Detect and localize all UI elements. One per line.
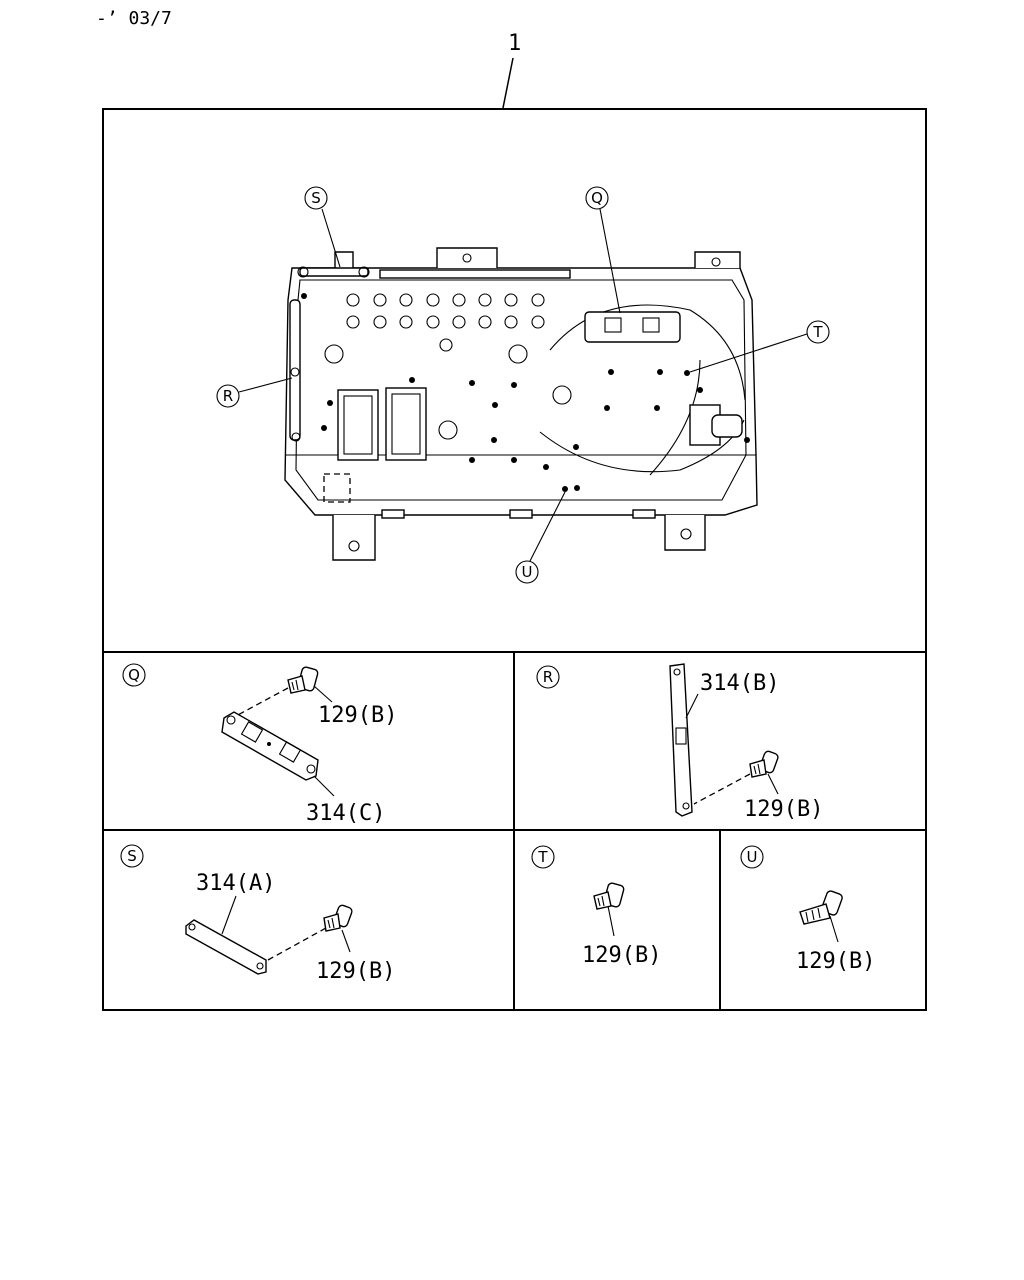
screw-icon (799, 890, 843, 925)
detail-s: S 314(A) 129(B) (120, 844, 395, 984)
main-part-number: 1 (508, 31, 521, 56)
detail-s-screw: 129(B) (316, 959, 395, 984)
detail-q-bracket: 314(C) (306, 801, 385, 826)
svg-text:S: S (311, 189, 321, 207)
callout-t: T (689, 320, 830, 373)
detail-s-bracket: 314(A) (196, 871, 275, 896)
svg-text:R: R (223, 387, 233, 405)
meter-assembly (284, 247, 758, 561)
callout-r: R (216, 377, 293, 408)
screw-icon (593, 882, 625, 910)
bracket-314a-icon (185, 919, 267, 975)
screw-icon (749, 750, 779, 778)
detail-q: Q 129(B) 314(C) (122, 663, 397, 826)
detail-t: T 129(B) (531, 845, 661, 968)
detail-u-label: U (747, 848, 758, 866)
detail-q-screw: 129(B) (318, 703, 397, 728)
detail-r-screw: 129(B) (744, 797, 823, 822)
detail-r: R 314(B) 129(B) (536, 663, 823, 822)
callout-s: S (304, 186, 341, 268)
detail-q-label: Q (128, 666, 140, 684)
screw-icon (287, 666, 319, 694)
callout-u: U (515, 491, 566, 584)
detail-t-label: T (537, 848, 548, 866)
svg-text:T: T (812, 323, 823, 341)
bracket-314c-icon (221, 711, 319, 781)
detail-u-screw: 129(B) (796, 949, 875, 974)
date-code: -’ 03/7 (96, 8, 172, 29)
screw-icon (323, 904, 353, 932)
svg-text:U: U (522, 563, 533, 581)
detail-r-bracket: 314(B) (700, 671, 779, 696)
detail-u: U 129(B) (740, 845, 875, 974)
detail-s-label: S (127, 847, 137, 865)
bracket-314b-icon (669, 663, 693, 817)
part-number-leader (502, 57, 514, 109)
callout-q: Q (585, 186, 621, 314)
diagram-frame (102, 108, 927, 1011)
detail-r-label: R (543, 668, 553, 686)
detail-t-screw: 129(B) (582, 943, 661, 968)
svg-text:Q: Q (591, 189, 603, 207)
